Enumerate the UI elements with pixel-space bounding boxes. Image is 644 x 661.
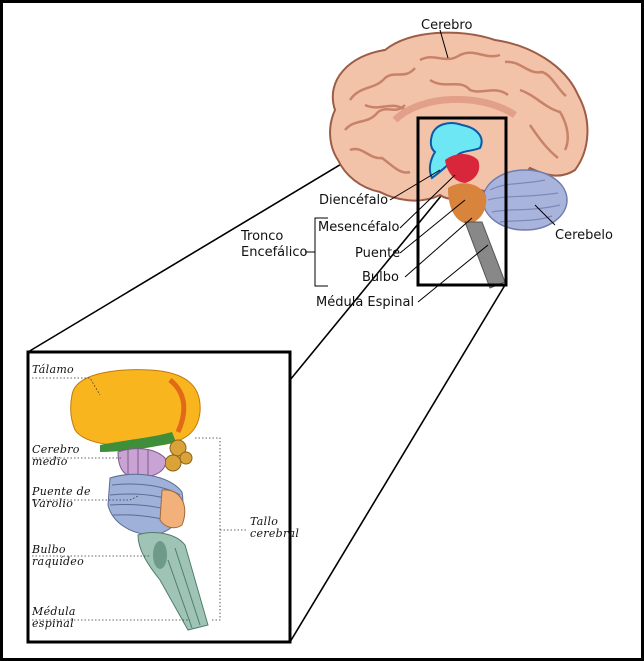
label-cerebelo: Cerebelo [555, 228, 613, 243]
label-bulbo: Bulbo [362, 270, 399, 285]
label-leaders [305, 29, 556, 303]
inset-label-medula-espinal: Médula espinal [32, 605, 76, 630]
label-tronco-2: Encefálico [241, 245, 308, 260]
label-diencefalo: Diencéfalo [319, 193, 389, 208]
label-mesencefalo: Mesencéfalo [318, 220, 400, 235]
inset-tract [100, 432, 176, 452]
cerebellum-folia [487, 179, 561, 223]
inset-label-bulbo-raquideo: Bulbo raquídeo [32, 543, 85, 568]
inset-panel [26, 350, 292, 644]
label-tronco-1: Tronco [241, 229, 284, 244]
inset-label-cerebro-medio: Cerebro medio [32, 443, 80, 468]
corpus-callosum [392, 96, 517, 123]
zoom-line-bottom [289, 284, 506, 643]
label-puente: Puente [355, 246, 401, 261]
inset-thalamus [70, 369, 201, 447]
inset-label-puente-varolio: Puente de Varolio [32, 485, 91, 510]
label-cerebro: Cerebro [421, 18, 473, 33]
inset-label-talamo: Tálamo [32, 363, 74, 376]
cerebrum-gyri [344, 51, 569, 174]
zoom-box [416, 116, 508, 287]
spinal-cord-shape [464, 221, 506, 289]
label-medula: Médula Espinal [316, 295, 415, 310]
inset-label-tallo-cerebral: Tallo cerebral [250, 515, 300, 540]
inset-midbrain [117, 448, 167, 479]
pons-shape [448, 183, 487, 224]
